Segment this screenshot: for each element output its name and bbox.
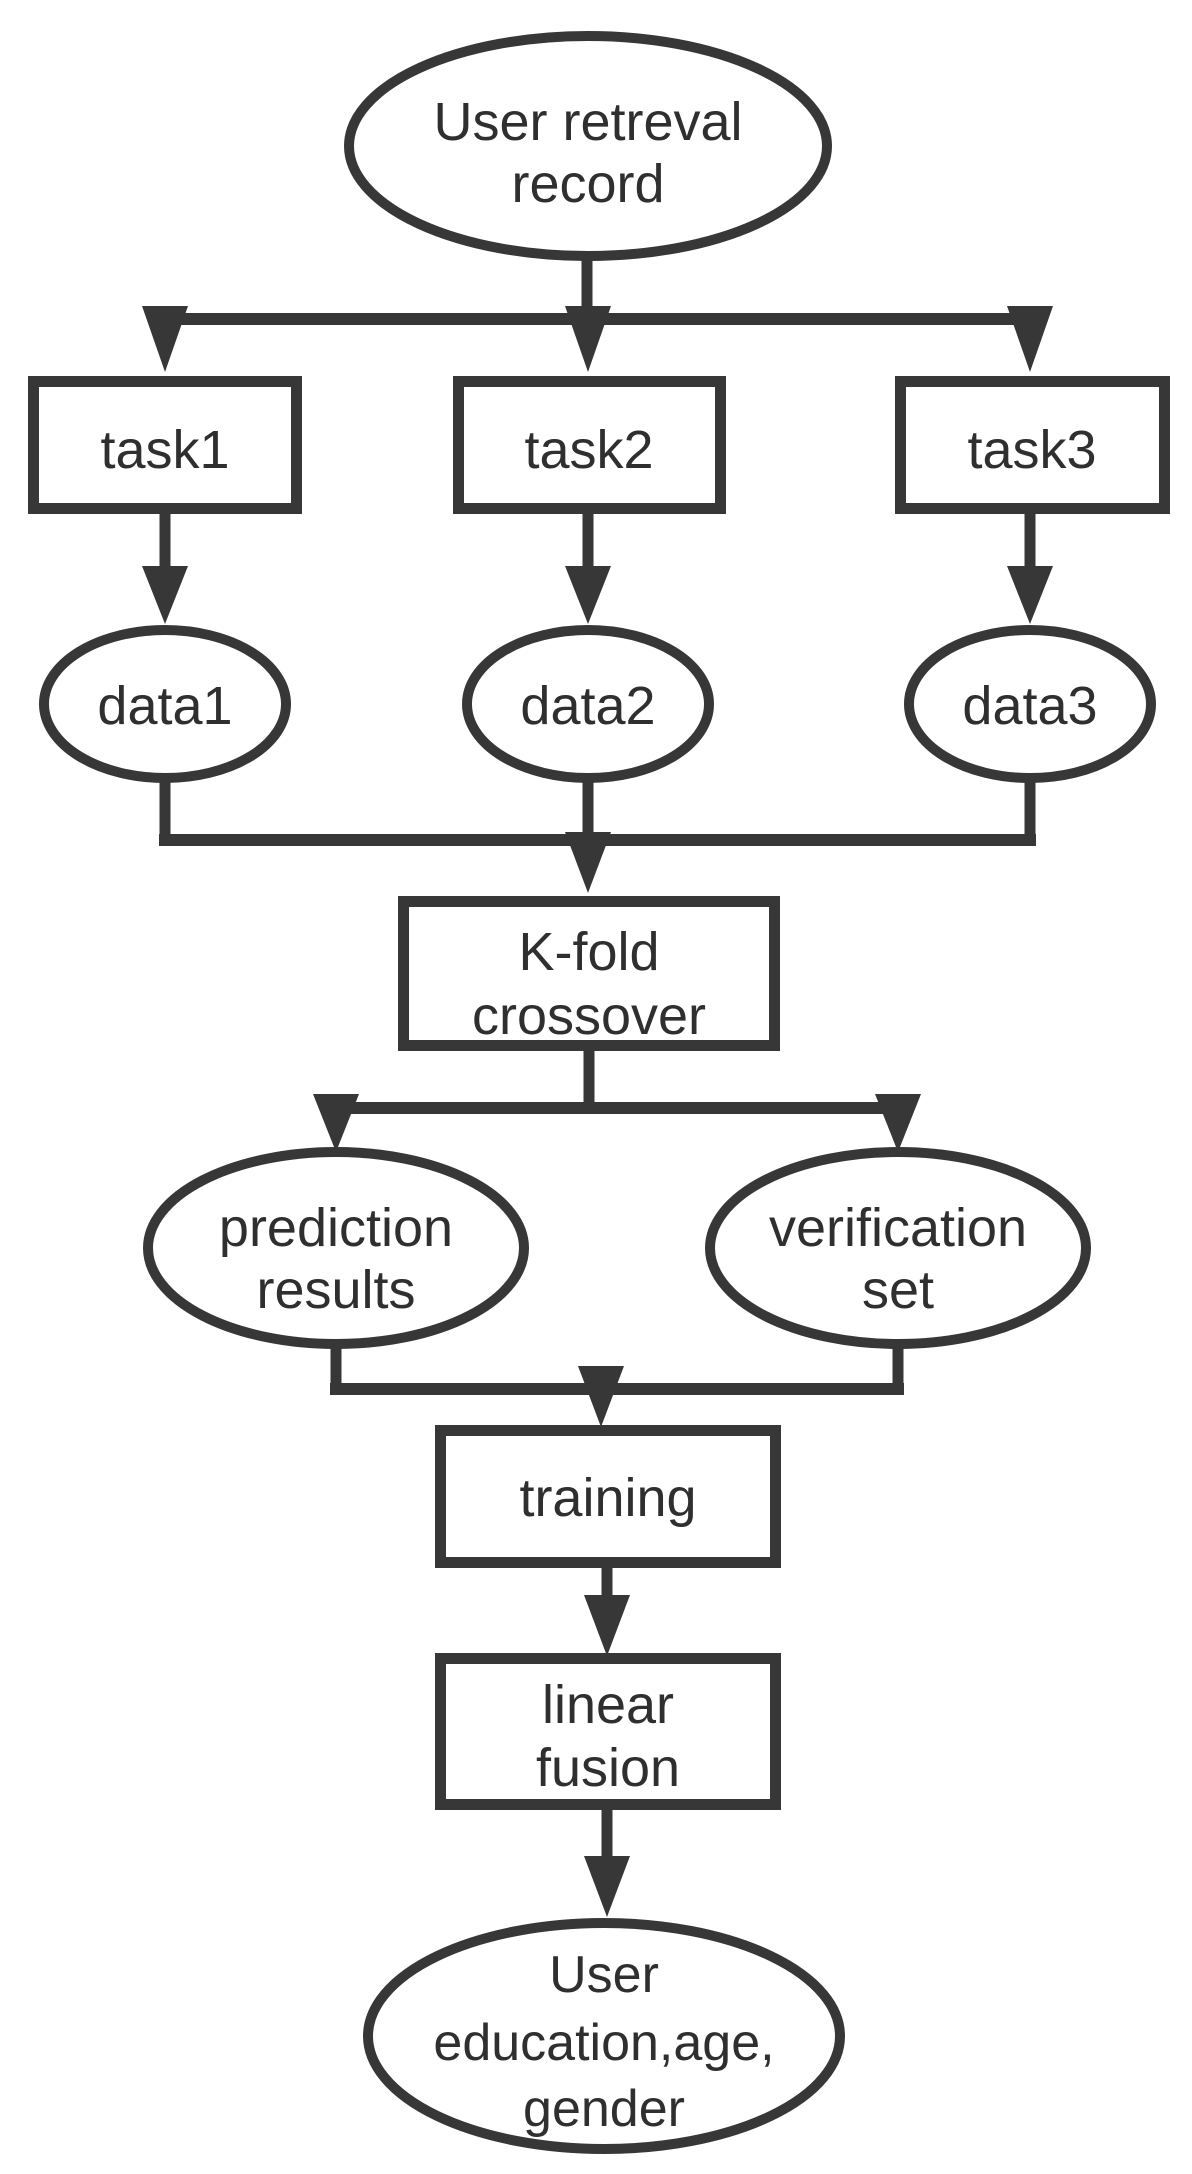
arrowhead-to-task3 — [1007, 306, 1053, 372]
task1-box — [28, 376, 302, 514]
prediction-label-line2: results — [256, 1260, 415, 1320]
connector-to-training — [330, 1344, 904, 1427]
arrowhead-to-training — [578, 1366, 624, 1427]
training-box — [435, 1425, 781, 1568]
user-retrieval-record-label-line2: record — [511, 154, 664, 214]
verification-label-line2: set — [862, 1260, 934, 1320]
node-data2: data2 — [462, 625, 714, 783]
data3-label: data3 — [962, 676, 1097, 736]
arrowhead-to-verification — [875, 1094, 921, 1152]
arrowhead-to-data1 — [142, 566, 188, 624]
kfold-label-line2: crossover — [472, 986, 706, 1046]
data2-label: data2 — [520, 676, 655, 736]
task3-label: task3 — [967, 420, 1096, 480]
output-label-line1: User — [549, 1946, 659, 2004]
output-label-line3: gender — [523, 2080, 685, 2138]
fusion-label-line2: fusion — [536, 1738, 680, 1798]
arrowhead-to-data2 — [565, 566, 611, 624]
task2-label: task2 — [524, 420, 653, 480]
connector-fusion-to-output — [584, 1810, 630, 1917]
node-user-retrieval-record: User retreval record — [344, 31, 832, 261]
user-retrieval-record-label-line1: User retreval — [433, 92, 742, 152]
kfold-crossover-box — [398, 896, 780, 1051]
connector-kfold-split — [313, 1051, 921, 1152]
arrowhead-to-output — [584, 1856, 630, 1917]
output-label-line2: education,age, — [433, 2014, 774, 2072]
connector-data-to-kfold — [159, 778, 1036, 893]
arrowhead-to-task2 — [565, 306, 611, 372]
arrowhead-to-fusion — [584, 1595, 630, 1656]
arrowhead-to-prediction — [313, 1094, 359, 1152]
connector-training-to-fusion — [584, 1568, 630, 1656]
connector-task3-to-data3 — [1007, 514, 1053, 624]
node-linear-fusion: linear fusion — [435, 1653, 781, 1810]
task2-box — [453, 376, 726, 514]
connector-task2-to-data2 — [565, 514, 611, 624]
node-task3: task3 — [895, 376, 1170, 514]
node-user-education-age-gender: User education,age, gender — [363, 1918, 845, 2154]
node-prediction-results: prediction results — [143, 1147, 529, 1349]
node-verification-set: verification set — [705, 1147, 1091, 1349]
data1-label: data1 — [97, 676, 232, 736]
node-task2: task2 — [453, 376, 726, 514]
arrowhead-to-task1 — [142, 306, 188, 372]
arrowhead-to-kfold — [565, 832, 611, 893]
connector-task1-to-data1 — [142, 514, 188, 624]
arrowhead-to-data3 — [1007, 566, 1053, 624]
connector-source-to-tasks — [142, 254, 1053, 372]
fusion-label-line1: linear — [542, 1675, 674, 1735]
prediction-label-line1: prediction — [219, 1198, 453, 1258]
task1-label: task1 — [100, 420, 229, 480]
linear-fusion-box — [435, 1653, 781, 1810]
node-data1: data1 — [39, 625, 291, 783]
node-kfold-crossover: K-fold crossover — [398, 896, 780, 1051]
task3-box — [895, 376, 1170, 514]
output-ellipse — [363, 1918, 845, 2154]
node-training: training — [435, 1425, 781, 1568]
kfold-label-line1: K-fold — [518, 922, 659, 982]
training-label: training — [519, 1468, 696, 1528]
node-data3: data3 — [904, 625, 1156, 783]
node-task1: task1 — [28, 376, 302, 514]
verification-label-line1: verification — [769, 1198, 1027, 1258]
